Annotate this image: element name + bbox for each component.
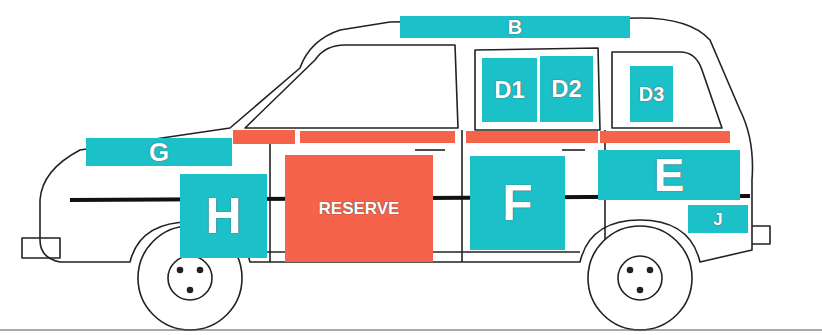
zone-label: RESERVE (319, 200, 400, 217)
part-zone: RESERVE (285, 155, 433, 262)
zone-label: D2 (551, 77, 582, 101)
zone-label: J (713, 211, 722, 228)
part-zone: E (598, 150, 740, 200)
part-zone: D3 (630, 66, 673, 122)
part-zone: H (180, 174, 267, 258)
zone-label: D1 (494, 78, 525, 102)
zone-label: B (508, 17, 522, 37)
zone-label: D3 (639, 84, 665, 104)
zone-label: F (502, 178, 533, 228)
part-zone: J (688, 205, 748, 233)
zone-label: G (149, 139, 169, 165)
part-zone: D1 (482, 58, 537, 122)
part-zone: D2 (540, 56, 593, 122)
part-zone: B (400, 16, 630, 38)
zone-label: H (205, 191, 241, 241)
part-zone: F (470, 156, 565, 250)
part-zone: G (86, 138, 232, 166)
zone-label: E (654, 152, 685, 198)
